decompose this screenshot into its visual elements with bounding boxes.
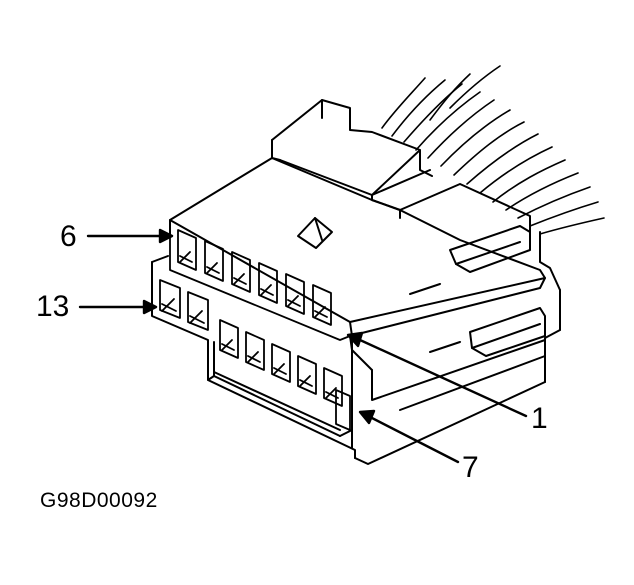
- arrow-pin-1: [358, 338, 528, 418]
- callout-pin-6: 6: [60, 220, 77, 253]
- callout-pin-7: 7: [462, 451, 479, 484]
- arrow-pin-7: [370, 416, 460, 464]
- wire-bundle: [381, 65, 605, 235]
- figure-id: G98D00092: [40, 489, 158, 512]
- callout-arrows: [78, 228, 528, 464]
- upper-row-cavities: [169, 229, 351, 341]
- connector-top: [169, 157, 546, 337]
- callout-pin-1: 1: [531, 402, 548, 435]
- rear-housing: [271, 99, 531, 233]
- lower-row-cavities: [159, 279, 351, 431]
- connector-side: [349, 225, 561, 465]
- callout-pin-13: 13: [36, 290, 70, 323]
